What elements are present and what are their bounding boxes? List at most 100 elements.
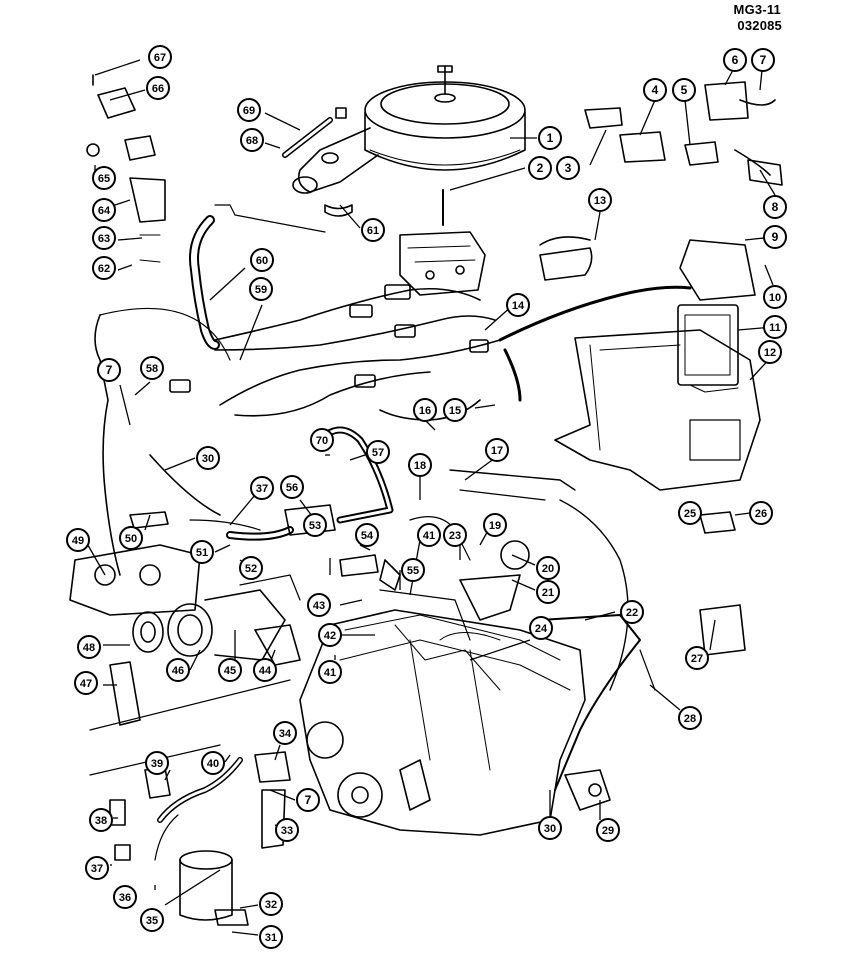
- callout-25: 25: [678, 501, 702, 525]
- callout-number: 61: [367, 225, 379, 237]
- callout-7: 7: [296, 788, 320, 812]
- callout-circle: [538, 816, 562, 840]
- callout-51: 51: [190, 540, 214, 564]
- callout-64: 64: [92, 198, 116, 222]
- callout-50: 50: [119, 526, 143, 550]
- callout-68: 68: [240, 128, 264, 152]
- callout-number: 37: [91, 863, 103, 875]
- callout-34: 34: [273, 721, 297, 745]
- callout-24: 24: [529, 616, 553, 640]
- callout-circle: [119, 526, 143, 550]
- callout-number: 12: [764, 347, 776, 359]
- callout-8: 8: [763, 195, 787, 219]
- callout-63: 63: [92, 226, 116, 250]
- callout-65: 65: [92, 166, 116, 190]
- callout-circle: [751, 48, 775, 72]
- callout-circle: [253, 658, 277, 682]
- callout-number: 17: [491, 445, 503, 457]
- callout-20: 20: [536, 556, 560, 580]
- callout-53: 53: [303, 513, 327, 537]
- callout-circle: [296, 788, 320, 812]
- callout-number: 54: [361, 530, 374, 542]
- callout-number: 22: [626, 607, 638, 619]
- callout-circle: [85, 856, 109, 880]
- callout-number: 65: [98, 173, 110, 185]
- callout-circle: [237, 98, 261, 122]
- callout-number: 25: [684, 508, 696, 520]
- callout-42: 42: [318, 623, 342, 647]
- callout-circle: [763, 285, 787, 309]
- callout-number: 30: [202, 453, 214, 465]
- callout-26: 26: [749, 501, 773, 525]
- callout-13: 13: [588, 188, 612, 212]
- callout-5: 5: [672, 78, 696, 102]
- callout-16: 16: [413, 398, 437, 422]
- callout-47: 47: [74, 671, 98, 695]
- callout-circle: [166, 658, 190, 682]
- callout-circle: [148, 45, 172, 69]
- callout-number: 68: [246, 135, 258, 147]
- callout-circle: [749, 501, 773, 525]
- callout-number: 7: [760, 53, 767, 67]
- callout-circle: [417, 523, 441, 547]
- callout-44: 44: [253, 658, 277, 682]
- callout-circle: [355, 523, 379, 547]
- callout-circle: [361, 218, 385, 242]
- callout-70: 70: [310, 428, 334, 452]
- callout-56: 56: [280, 475, 304, 499]
- callout-number: 34: [279, 728, 292, 740]
- callout-circle: [146, 76, 170, 100]
- callout-11: 11: [763, 315, 787, 339]
- pump-pulleys-drawing: [89, 574, 301, 776]
- callout-circle: [763, 195, 787, 219]
- callout-31: 31: [259, 925, 283, 949]
- callout-3: 3: [556, 156, 580, 180]
- callout-number: 49: [72, 535, 84, 547]
- callout-30: 30: [196, 446, 220, 470]
- callout-number: 69: [243, 105, 255, 117]
- callout-circle: [218, 658, 242, 682]
- callout-circle: [92, 256, 116, 280]
- callout-circle: [758, 340, 782, 364]
- callout-58: 58: [140, 356, 164, 380]
- callout-62: 62: [92, 256, 116, 280]
- callout-circle: [92, 166, 116, 190]
- callout-circle: [596, 818, 620, 842]
- callout-circle: [303, 513, 327, 537]
- callout-number: 1: [547, 131, 554, 145]
- callout-circle: [196, 446, 220, 470]
- callout-number: 8: [772, 200, 779, 214]
- coil-hose-drawing: [189, 204, 326, 350]
- callout-circle: [528, 156, 552, 180]
- callout-circle: [538, 126, 562, 150]
- callout-circle: [145, 751, 169, 775]
- callout-number: 56: [286, 482, 298, 494]
- callout-55: 55: [401, 558, 425, 582]
- callout-number: 24: [535, 623, 548, 635]
- callout-number: 52: [245, 563, 257, 575]
- callout-67: 67: [148, 45, 172, 69]
- callout-circle: [280, 475, 304, 499]
- callout-circle: [401, 558, 425, 582]
- callout-57: 57: [366, 440, 390, 464]
- callout-10: 10: [763, 285, 787, 309]
- callout-circle: [273, 721, 297, 745]
- callout-46: 46: [166, 658, 190, 682]
- callout-number: 5: [681, 83, 688, 97]
- callout-number: 30: [544, 823, 556, 835]
- callout-37: 37: [250, 476, 274, 500]
- callout-number: 19: [489, 520, 501, 532]
- callout-circle: [413, 398, 437, 422]
- callout-39: 39: [145, 751, 169, 775]
- left-brackets-drawing: [86, 74, 166, 263]
- callout-2: 2: [528, 156, 552, 180]
- callout-number: 51: [196, 547, 208, 559]
- callout-21: 21: [536, 580, 560, 604]
- callout-number: 45: [224, 665, 236, 677]
- callout-number: 26: [755, 508, 767, 520]
- callout-number: 10: [769, 292, 781, 304]
- callout-number: 63: [98, 233, 110, 245]
- callout-circle: [140, 356, 164, 380]
